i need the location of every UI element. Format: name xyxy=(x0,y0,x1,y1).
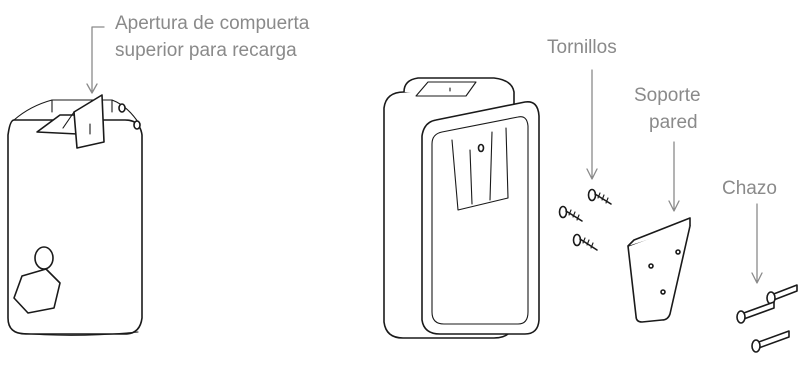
plug-2 xyxy=(736,301,775,324)
label-soporte-line1: Soporte xyxy=(634,85,701,106)
wall-plugs xyxy=(736,284,798,353)
dispenser-rear-view xyxy=(7,94,143,336)
screw-2 xyxy=(558,205,583,222)
wall-bracket xyxy=(627,217,691,323)
label-apertura-line2: superior para recarga xyxy=(115,40,297,61)
label-soporte-line2: pared xyxy=(649,112,698,133)
label-apertura-line1: Apertura de compuerta xyxy=(115,13,310,34)
dispenser-front-view xyxy=(383,77,540,339)
plug-3 xyxy=(751,330,790,353)
leader-arrows xyxy=(86,26,763,284)
label-tornillos: Tornillos xyxy=(547,37,617,58)
label-chazo: Chazo xyxy=(722,178,777,199)
screws xyxy=(558,188,612,251)
screw-3 xyxy=(572,233,598,251)
plug-1 xyxy=(766,284,798,305)
screw-1 xyxy=(587,188,612,205)
